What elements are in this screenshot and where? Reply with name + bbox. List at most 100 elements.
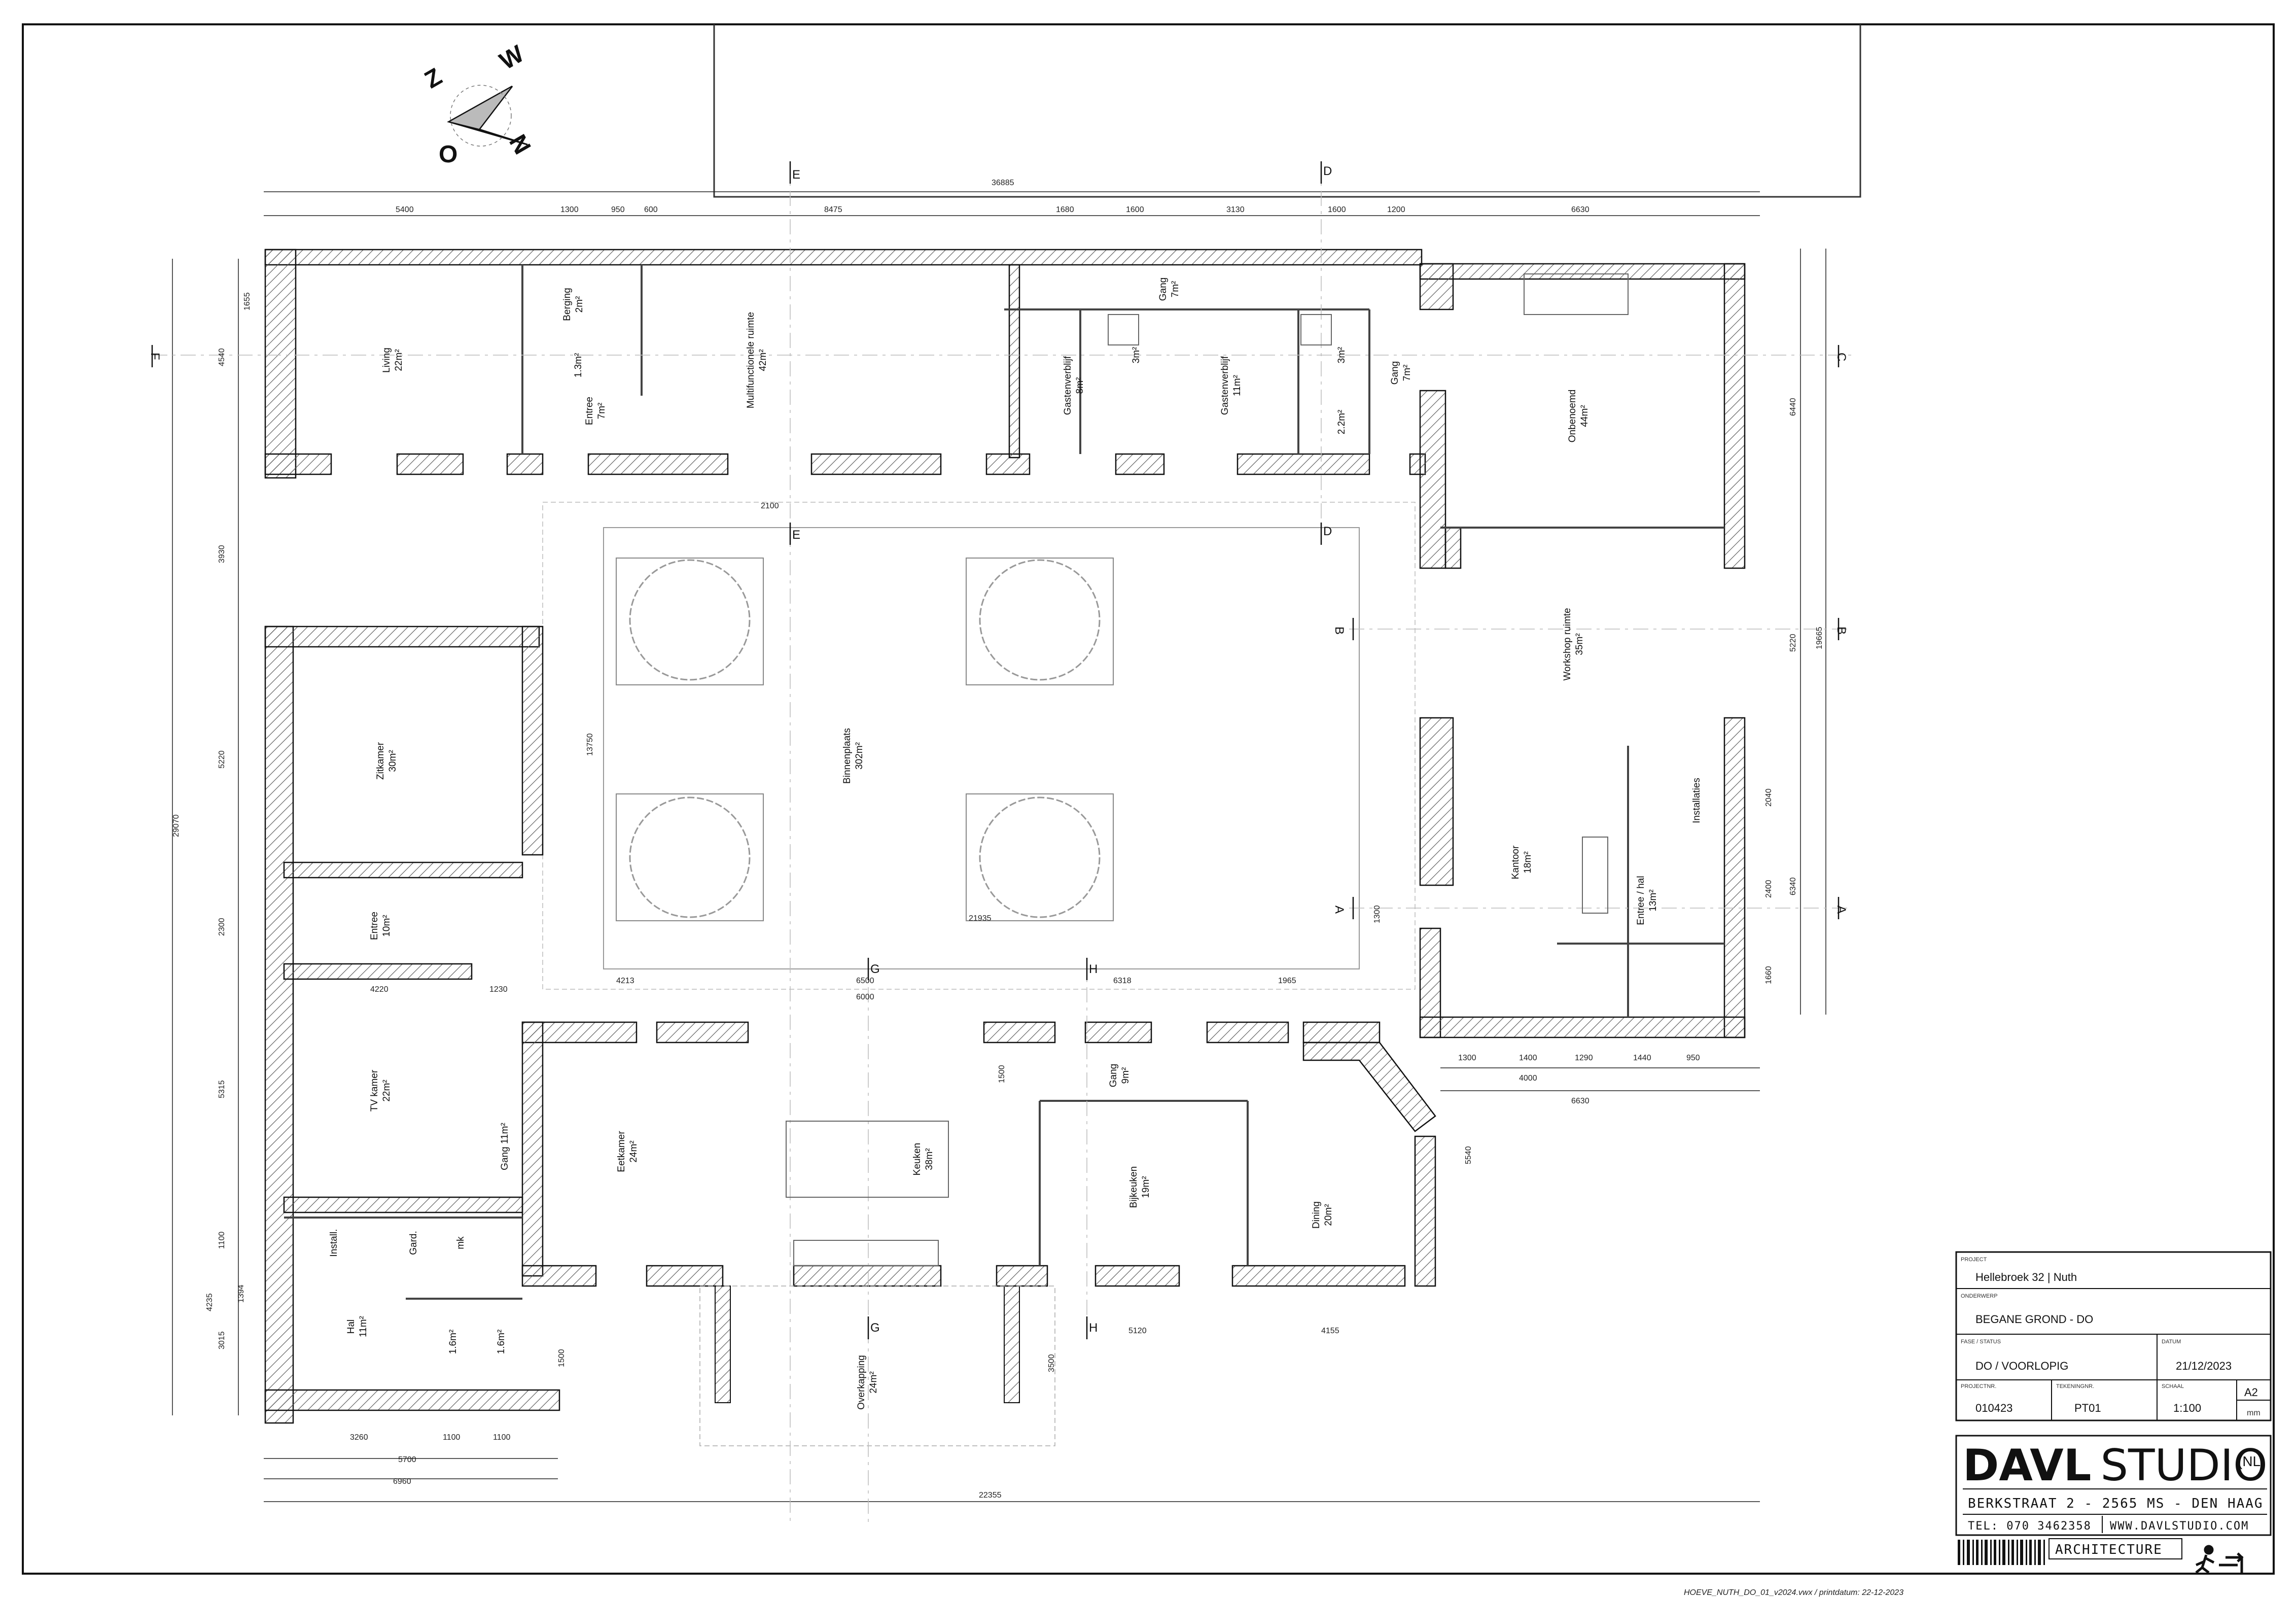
tree-icon: [629, 796, 751, 918]
walls: [264, 249, 1746, 1424]
dim: 8475: [824, 205, 842, 214]
paper-size: A2: [2244, 1386, 2258, 1399]
dim: 1600: [1126, 205, 1144, 214]
dim: 6440: [1789, 398, 1797, 416]
dim: 4235: [205, 1293, 214, 1311]
dim: 1655: [243, 292, 252, 310]
dim: 5220: [218, 750, 226, 769]
svg-text:Entree / hal: Entree / hal: [1636, 876, 1646, 925]
svg-text:7m²: 7m²: [1170, 281, 1181, 298]
dim: 1100: [443, 1433, 461, 1442]
dimension-lines: [172, 191, 1826, 1502]
small-label: 1.6m²: [448, 1330, 458, 1354]
drawing-number: PT01: [2074, 1402, 2101, 1414]
dim: 13750: [586, 733, 594, 756]
dim: 6630: [1571, 205, 1589, 214]
svg-text:Gang: Gang: [1158, 277, 1169, 301]
dim: 4540: [218, 348, 226, 366]
dim: 6500: [856, 977, 874, 985]
room-installaties: Installaties: [1691, 778, 1702, 823]
svg-text:Multifunctionele ruimte: Multifunctionele ruimte: [746, 312, 756, 408]
date: 21/12/2023: [2176, 1360, 2232, 1372]
dim: 5700: [398, 1455, 416, 1464]
svg-text:30m²: 30m²: [387, 750, 398, 772]
dim: 6340: [1789, 877, 1797, 895]
svg-text:TV kamer: TV kamer: [369, 1069, 380, 1111]
svg-text:Living: Living: [381, 348, 392, 373]
svg-text:Gang: Gang: [1390, 361, 1400, 385]
dim: 5220: [1789, 634, 1797, 652]
svg-text:22m²: 22m²: [381, 1080, 392, 1101]
room-gang-west: Gang 11m²: [500, 1123, 510, 1170]
compass-letter: W: [495, 40, 528, 75]
dim: 1300: [560, 205, 579, 214]
svg-text:Keuken: Keuken: [912, 1143, 923, 1175]
dim: 5120: [1128, 1327, 1147, 1335]
dim: 1394: [237, 1284, 245, 1303]
dim: 1660: [1764, 966, 1773, 984]
dim: 5315: [218, 1080, 226, 1098]
svg-text:19m²: 19m²: [1141, 1176, 1151, 1198]
bottom-right-dimensions: 1300 1400 1290 1440 950 4000 6630: [1458, 1054, 1700, 1105]
svg-text:Zitkamer: Zitkamer: [375, 742, 386, 780]
dim: 1230: [489, 985, 508, 994]
dim-left-total: 29070: [172, 814, 181, 837]
dim: 1300: [1373, 905, 1382, 923]
dim: 950: [611, 205, 625, 214]
dim: 4000: [1519, 1074, 1537, 1083]
small-label: 3m²: [1336, 347, 1347, 364]
dim: 1600: [1328, 205, 1346, 214]
svg-text:Gastenverblijf: Gastenverblijf: [1063, 356, 1073, 415]
overall-dimensions: 36885 29070 19665 22355: [172, 179, 1824, 1500]
svg-text:22m²: 22m²: [394, 349, 404, 371]
svg-text:Eetkamer: Eetkamer: [616, 1131, 627, 1172]
dim: 3260: [350, 1433, 368, 1442]
svg-text:Gang 11m²: Gang 11m²: [500, 1123, 510, 1170]
dim: 2040: [1764, 788, 1773, 807]
svg-text:Onbenoemd: Onbenoemd: [1567, 390, 1578, 443]
drawing-label: TEKENINGNR.: [2056, 1383, 2094, 1389]
dim: 1500: [557, 1349, 566, 1367]
svg-text:42m²: 42m²: [758, 349, 768, 371]
axis-label: C: [1834, 353, 1848, 361]
subject-label: ONDERWERP: [1961, 1293, 1998, 1299]
status-label: FASE / STATUS: [1961, 1339, 2001, 1345]
svg-text:13m²: 13m²: [1648, 889, 1658, 911]
svg-text:11m²: 11m²: [358, 1316, 369, 1337]
tree-icon: [629, 559, 751, 681]
svg-text:38m²: 38m²: [924, 1148, 935, 1170]
dim: 6000: [856, 993, 874, 1001]
project-name: Hellebroek 32 | Nuth: [1975, 1271, 2077, 1283]
svg-text:Installaties: Installaties: [1691, 778, 1702, 823]
left-dimensions: 1655 4540 3930 5220 2300 5315 1100 4235 …: [205, 292, 252, 1349]
axis-label: E: [792, 168, 800, 182]
axis-label: B: [1332, 627, 1346, 635]
svg-text:Overkapping: Overkapping: [856, 1355, 867, 1410]
axis-label: D: [1323, 525, 1332, 538]
projectnr-label: PROJECTNR.: [1961, 1383, 1996, 1389]
dim: 5540: [1464, 1146, 1473, 1164]
right-dimensions: 6440 5220 2040 6340 2400 1660: [1764, 398, 1797, 984]
svg-text:10m²: 10m²: [381, 915, 392, 936]
dim: 950: [1686, 1054, 1700, 1062]
small-labels: 1.3m² 3m² 3m² 2.2m² Install. Gard. mk 1.…: [329, 347, 1347, 1354]
overkapping: [699, 1286, 1055, 1446]
svg-text:Binnenplaats: Binnenplaats: [842, 728, 853, 784]
company-phone: TEL: 070 3462358: [1968, 1520, 2092, 1533]
dim: 1400: [1519, 1054, 1537, 1062]
dim: 4155: [1321, 1327, 1339, 1335]
projectnr: 010423: [1975, 1402, 2012, 1414]
dim: 6318: [1113, 977, 1132, 985]
dim: 1500: [998, 1065, 1006, 1083]
axis-label: A: [1834, 906, 1848, 914]
dim-bottom-total: 22355: [979, 1491, 1002, 1500]
